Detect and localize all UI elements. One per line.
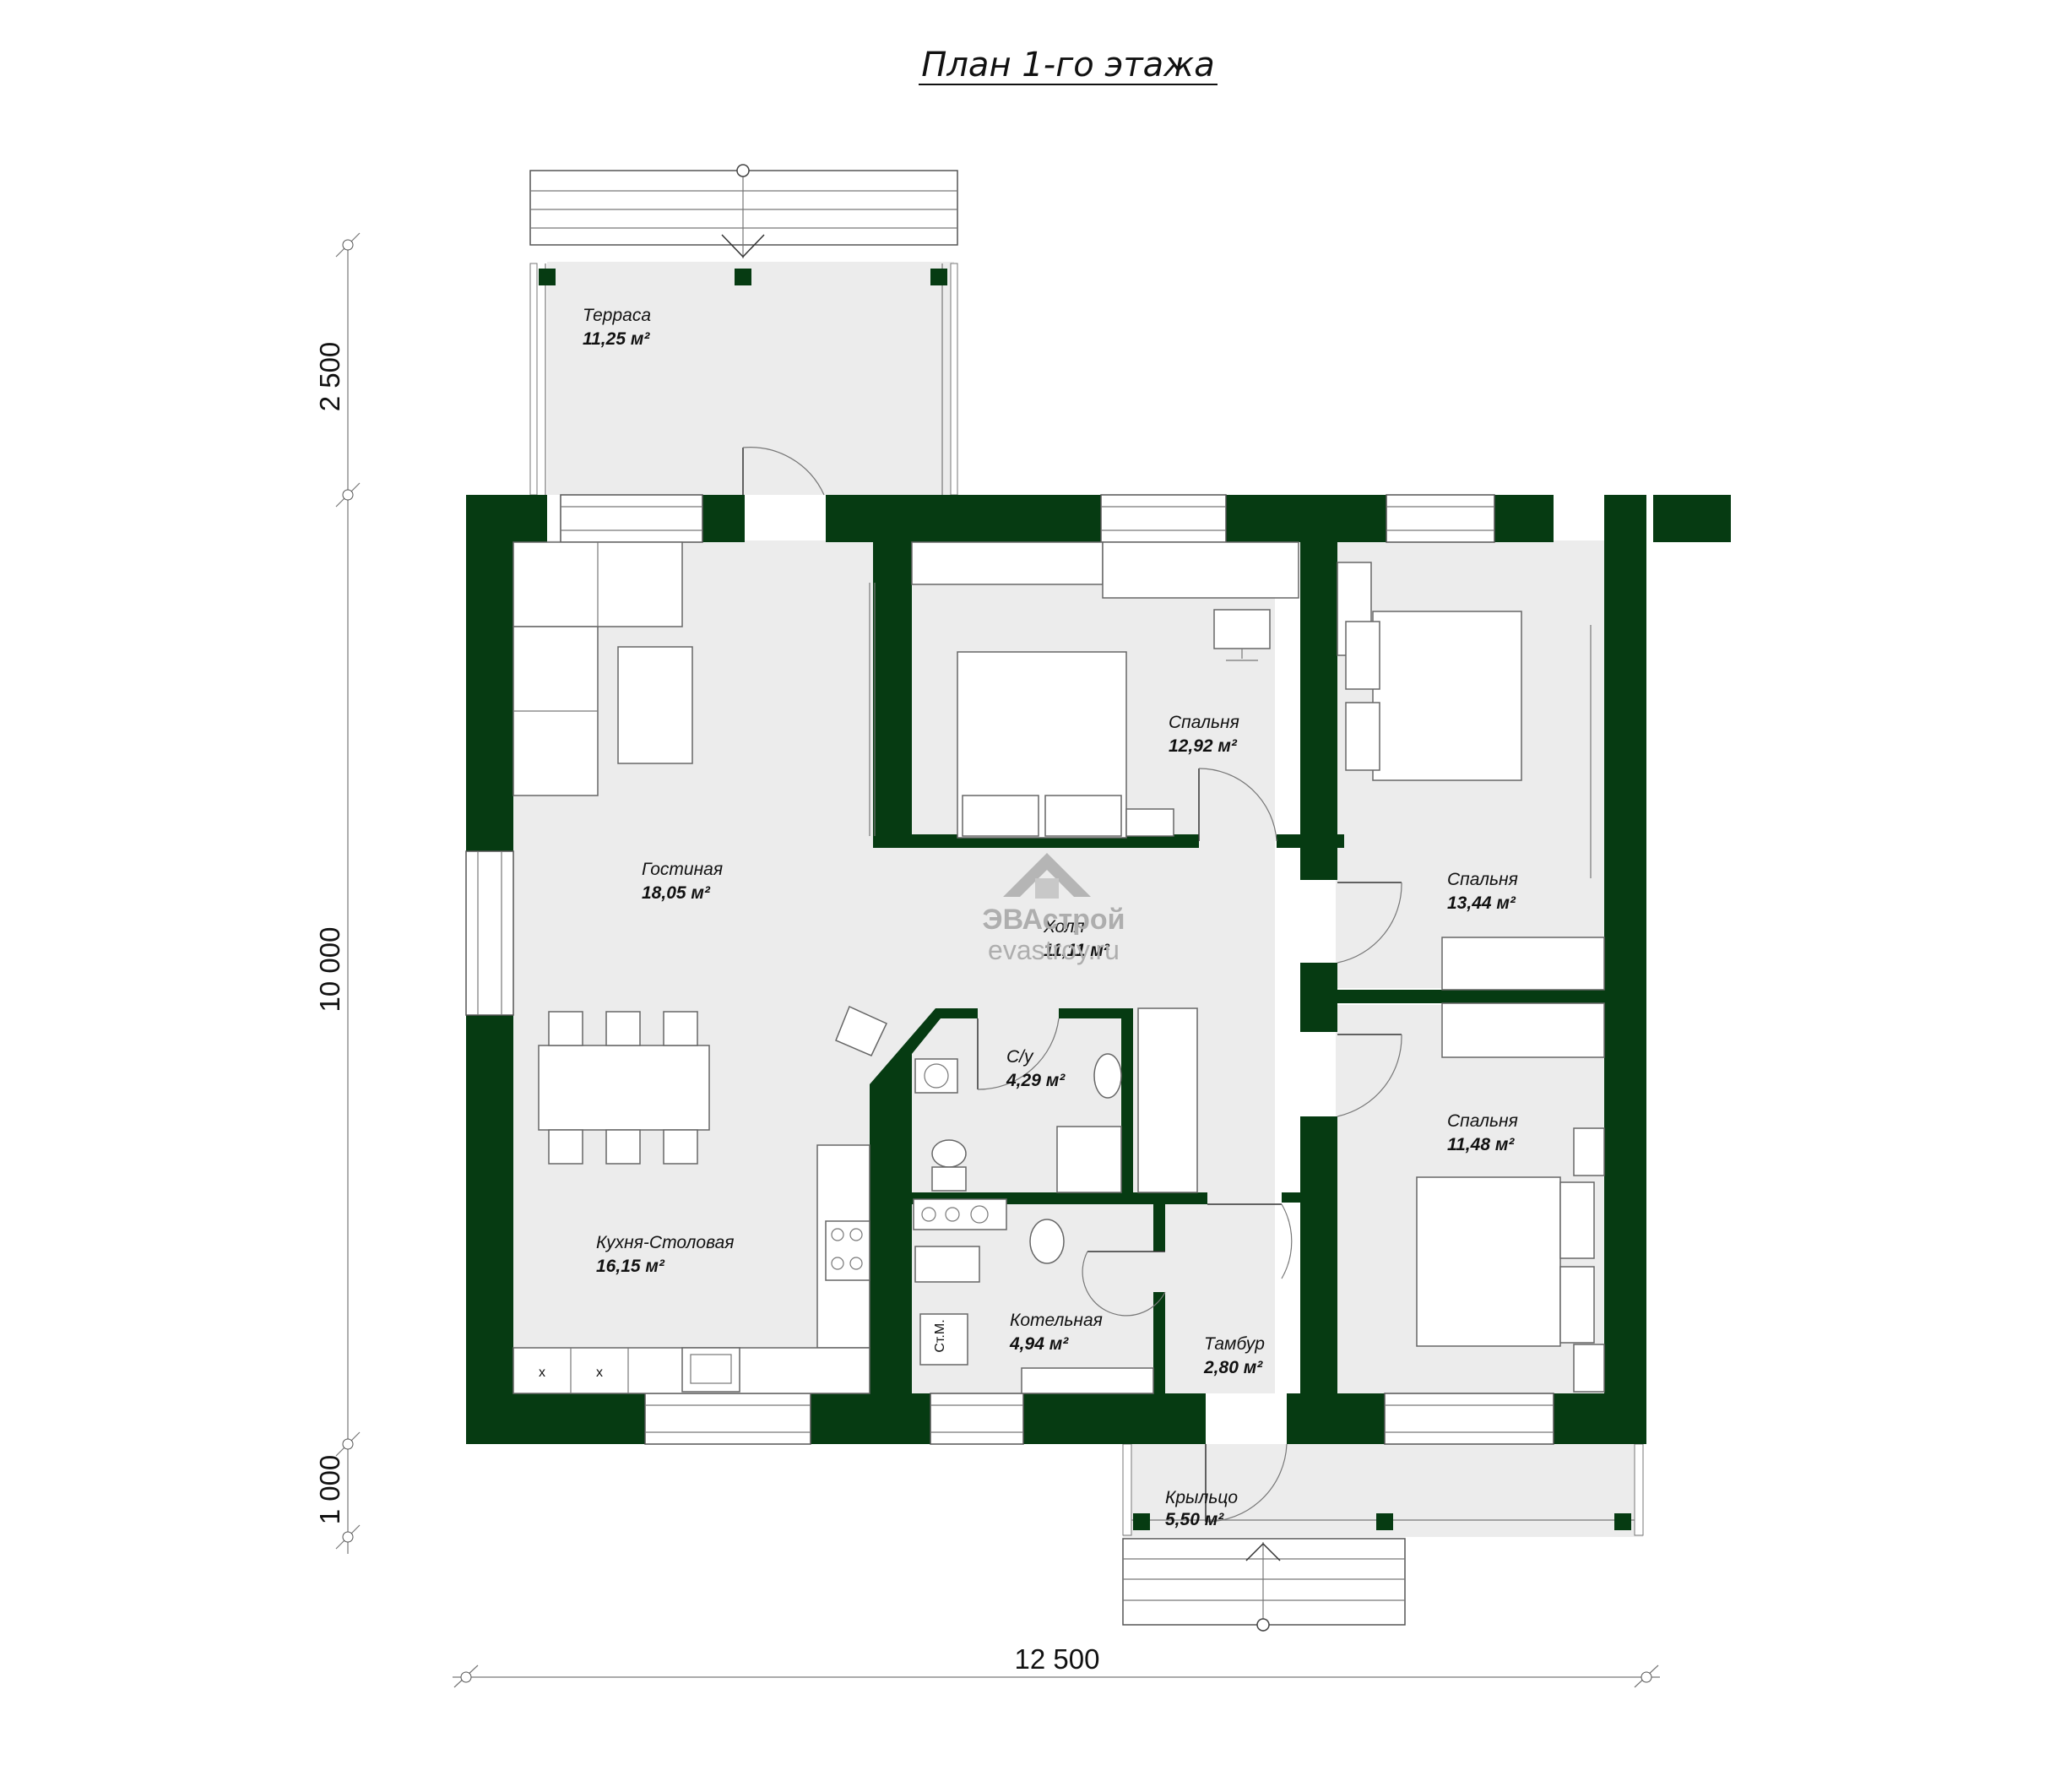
hall-name: Холл (1043, 917, 1085, 937)
vestibule-name: Тамбур (1204, 1334, 1265, 1354)
riser-label: Ст.М. (933, 1319, 947, 1352)
plan-title: План 1-го этажа (921, 46, 1214, 84)
bedroom1-area: 12,92 м² (1169, 736, 1238, 756)
watermark-brand: ЭВАстрой (982, 904, 1125, 936)
furniture: x x (512, 541, 1605, 1394)
terrace (529, 164, 958, 496)
kitchen-area: 16,15 м² (596, 1257, 665, 1276)
bedroom1-name: Спальня (1169, 713, 1239, 732)
room-labels: Терраса 11,25 м² Гостиная 18,05 м² Кухня… (583, 306, 1518, 1529)
bedroom3-area: 11,48 м² (1447, 1135, 1515, 1154)
bedroom2-name: Спальня (1447, 870, 1518, 889)
bedroom2-area: 13,44 м² (1447, 893, 1516, 913)
hob-mark-2: x (596, 1366, 603, 1380)
terrace-area: 11,25 м² (583, 329, 650, 349)
dim-left-top: 2 500 (314, 342, 345, 412)
bedroom3-name: Спальня (1447, 1111, 1518, 1131)
boiler-name: Котельная (1010, 1311, 1103, 1330)
windows (465, 494, 1554, 1445)
living-name: Гостиная (642, 860, 723, 879)
watermark: ЭВАстрой evastroy.ru (982, 853, 1125, 965)
hob-mark-1: x (539, 1366, 545, 1380)
hall-area: 11,11 м² (1044, 941, 1110, 960)
watermark-site: evastroy.ru (988, 935, 1120, 965)
bathroom-name: С/у (1006, 1047, 1034, 1067)
bathroom-area: 4,29 м² (1006, 1071, 1066, 1090)
doors (742, 447, 1592, 1523)
porch-name: Крыльцо (1165, 1488, 1238, 1507)
porch (1122, 1443, 1644, 1632)
living-area: 18,05 м² (642, 883, 711, 903)
terrace-name: Терраса (583, 306, 651, 325)
vestibule-area: 2,80 м² (1203, 1358, 1263, 1377)
kitchen-name: Кухня-Столовая (596, 1233, 734, 1252)
dim-bottom: 12 500 (1015, 1643, 1100, 1675)
dimension-lines: 2 500 10 000 1 000 12 500 (314, 232, 1660, 1688)
boiler-area: 4,94 м² (1009, 1334, 1069, 1354)
walls (466, 495, 1731, 1444)
porch-area: 5,50 м² (1165, 1510, 1224, 1529)
dim-left-bottom: 1 000 (314, 1455, 345, 1525)
dim-left-middle: 10 000 (314, 927, 345, 1013)
